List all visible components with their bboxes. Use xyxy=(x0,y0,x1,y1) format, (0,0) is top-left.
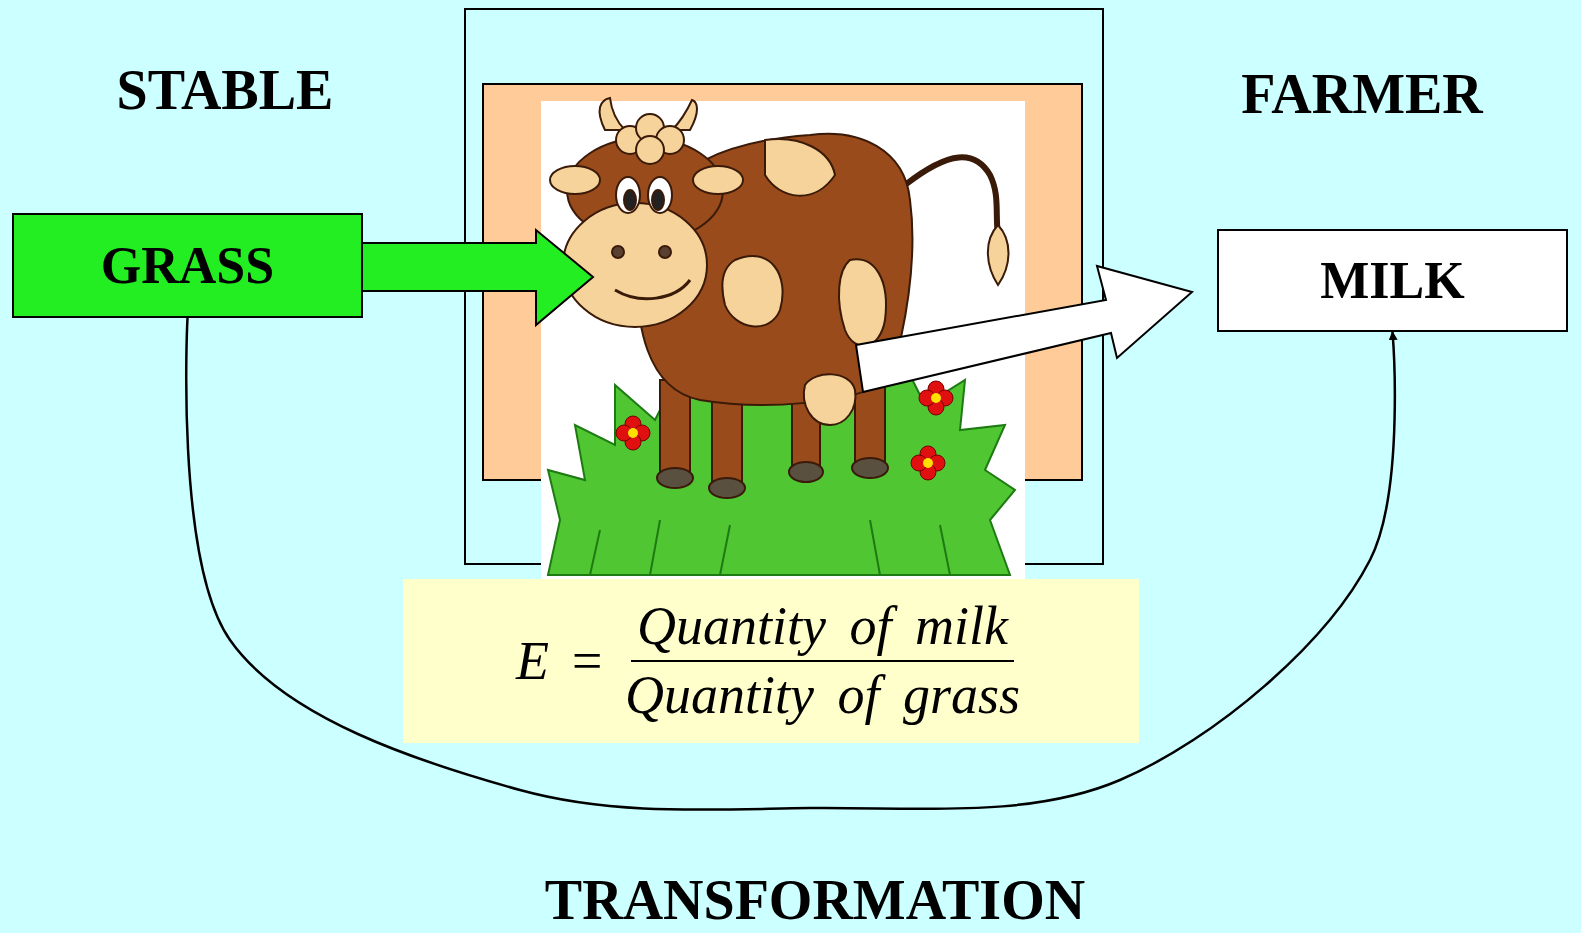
cow-udder xyxy=(804,374,856,425)
hoof xyxy=(709,478,745,498)
fraction: Quantity of milkQuantity of grass xyxy=(619,597,1026,726)
flower-center xyxy=(923,458,933,468)
hoof xyxy=(657,468,693,488)
cow-horn xyxy=(600,98,625,130)
cow-eye xyxy=(616,177,640,213)
section-label: FARMER xyxy=(1241,66,1483,122)
cow-ear xyxy=(550,166,600,194)
flower xyxy=(911,446,945,480)
formula-symbol: E = xyxy=(516,630,605,692)
curl xyxy=(636,136,664,164)
flower xyxy=(616,416,650,450)
cow-pupil xyxy=(624,190,636,210)
hoof xyxy=(852,458,888,478)
flower-center xyxy=(931,393,941,403)
cow-spot xyxy=(839,259,886,346)
cow-horn xyxy=(672,100,697,130)
tail-tuft xyxy=(988,225,1009,285)
box-label: MILK xyxy=(1320,251,1464,310)
cow xyxy=(550,98,1009,498)
denominator: Quantity of grass xyxy=(619,662,1026,725)
cow-eye xyxy=(648,177,672,213)
cow-tail xyxy=(905,157,998,235)
cow-nostril xyxy=(659,246,671,258)
grass-arrow xyxy=(357,230,593,325)
milk-arrow xyxy=(856,266,1192,392)
input-box: GRASS xyxy=(12,213,363,318)
output-box: MILK xyxy=(1217,229,1568,332)
cow-pupil xyxy=(652,190,664,210)
cow-spot xyxy=(722,256,782,326)
cow-spot xyxy=(765,139,835,196)
flower xyxy=(919,381,953,415)
cow-smile xyxy=(615,280,690,299)
cow-nostril xyxy=(612,246,624,258)
transformation-arc xyxy=(186,318,1395,810)
cow-ear xyxy=(693,166,743,194)
formula-box: E =Quantity of milkQuantity of grass xyxy=(403,579,1139,743)
section-label: TRANSFORMATION xyxy=(545,872,1085,928)
cow-muzzle xyxy=(563,203,707,327)
flower-center xyxy=(628,428,638,438)
cow-curl xyxy=(616,114,684,164)
numerator: Quantity of milk xyxy=(631,597,1014,662)
section-label: STABLE xyxy=(117,62,334,118)
grass-blades xyxy=(590,520,950,575)
hoof xyxy=(789,462,823,482)
box-label: GRASS xyxy=(101,236,274,295)
